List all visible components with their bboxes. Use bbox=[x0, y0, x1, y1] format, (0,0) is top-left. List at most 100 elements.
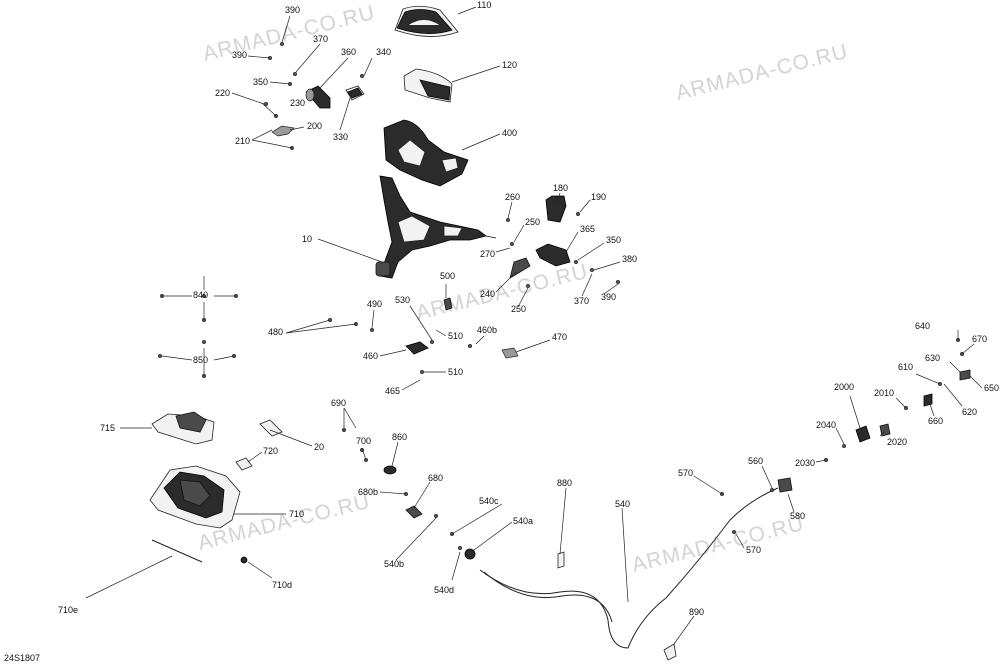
cap-part bbox=[663, 643, 677, 661]
grip-part bbox=[305, 85, 331, 109]
callout-715: 715 bbox=[100, 423, 115, 433]
callout-540: 540 bbox=[615, 499, 630, 509]
callout-370: 370 bbox=[574, 296, 589, 306]
callout-860: 860 bbox=[392, 432, 407, 442]
callout-250: 250 bbox=[525, 217, 540, 227]
callout-390: 390 bbox=[285, 5, 300, 15]
callout-540a: 540a bbox=[513, 516, 533, 526]
callout-570: 570 bbox=[678, 468, 693, 478]
callout-10: 10 bbox=[302, 234, 312, 244]
callout-400: 400 bbox=[502, 128, 517, 138]
main-frame-part bbox=[375, 175, 497, 279]
cable-sheath-part bbox=[483, 571, 613, 623]
callout-840: 840 bbox=[193, 290, 208, 300]
callout-460: 460 bbox=[363, 351, 378, 361]
housing-part bbox=[149, 465, 241, 529]
callout-720: 720 bbox=[263, 446, 278, 456]
callout-500: 500 bbox=[440, 271, 455, 281]
callout-380: 380 bbox=[622, 254, 637, 264]
callout-560: 560 bbox=[748, 456, 763, 466]
clip-20-part bbox=[259, 419, 283, 437]
callout-2010: 2010 bbox=[874, 388, 894, 398]
callout-labels: 110 120 400 10 390 390 370 360 340 350 2… bbox=[58, 0, 999, 617]
switch-part bbox=[545, 195, 567, 223]
callout-20: 20 bbox=[314, 442, 324, 452]
callout-620: 620 bbox=[962, 407, 977, 417]
callout-190: 190 bbox=[591, 192, 606, 202]
callout-880: 880 bbox=[557, 478, 572, 488]
callout-640: 640 bbox=[915, 321, 930, 331]
callout-470: 470 bbox=[552, 332, 567, 342]
lower-cover-part bbox=[383, 119, 469, 187]
callout-710e: 710e bbox=[58, 605, 78, 615]
piece-660-part bbox=[923, 393, 933, 407]
callout-710: 710 bbox=[289, 509, 304, 519]
callout-330: 330 bbox=[333, 132, 348, 142]
watermark: ARMADA-CO.RU bbox=[414, 260, 591, 325]
parts bbox=[149, 5, 971, 661]
throttle-cable-part bbox=[479, 487, 779, 649]
callout-2000: 2000 bbox=[834, 382, 854, 392]
callout-220: 220 bbox=[215, 88, 230, 98]
callout-120: 120 bbox=[502, 60, 517, 70]
grommet-part bbox=[383, 465, 397, 475]
callout-490: 490 bbox=[367, 299, 382, 309]
callout-250: 250 bbox=[511, 304, 526, 314]
top-cover-part bbox=[394, 5, 459, 37]
callout-110: 110 bbox=[477, 0, 491, 10]
watermarks: ARMADA-CO.RU ARMADA-CO.RU ARMADA-CO.RU A… bbox=[196, 1, 851, 577]
diagram-code: 24S1807 bbox=[4, 653, 40, 663]
bracket-680-part bbox=[405, 505, 423, 519]
callout-350: 350 bbox=[253, 77, 268, 87]
callout-370: 370 bbox=[313, 34, 328, 44]
piece-2020-part bbox=[879, 423, 891, 437]
callout-580: 580 bbox=[790, 511, 805, 521]
callout-465: 465 bbox=[385, 386, 400, 396]
callout-540b: 540b bbox=[384, 559, 404, 569]
callout-890: 890 bbox=[689, 607, 704, 617]
callout-570: 570 bbox=[746, 545, 761, 555]
piece-500-part bbox=[443, 297, 453, 311]
callout-365: 365 bbox=[580, 224, 595, 234]
callout-660: 660 bbox=[928, 416, 943, 426]
watermark: ARMADA-CO.RU bbox=[630, 512, 807, 577]
callout-240: 240 bbox=[480, 289, 495, 299]
callout-210: 210 bbox=[235, 136, 250, 146]
pin-part bbox=[557, 551, 565, 569]
bracket-part bbox=[271, 125, 295, 137]
callout-510: 510 bbox=[448, 331, 463, 341]
rod-part bbox=[151, 539, 203, 563]
callout-530: 530 bbox=[395, 295, 410, 305]
callout-670: 670 bbox=[972, 334, 987, 344]
callout-390: 390 bbox=[232, 50, 247, 60]
mount-bracket-part bbox=[151, 411, 215, 445]
callout-850: 850 bbox=[193, 355, 208, 365]
callout-510: 510 bbox=[448, 367, 463, 377]
lever-housing-part bbox=[345, 85, 365, 101]
callout-700: 700 bbox=[356, 436, 371, 446]
callout-610: 610 bbox=[898, 362, 913, 372]
callout-710d: 710d bbox=[272, 580, 292, 590]
bracket-460-part bbox=[405, 341, 429, 355]
callout-360: 360 bbox=[341, 47, 356, 57]
fitting-part bbox=[777, 477, 793, 493]
leader-lines bbox=[85, 6, 983, 645]
hardware-dots bbox=[157, 41, 965, 551]
callout-2020: 2020 bbox=[887, 437, 907, 447]
cable-grommet-part bbox=[464, 548, 476, 560]
grip-right-part bbox=[535, 243, 571, 267]
bracket-470-part bbox=[501, 347, 519, 359]
callout-200: 200 bbox=[307, 121, 322, 131]
callout-680b: 680b bbox=[358, 487, 378, 497]
callout-2030: 2030 bbox=[795, 458, 815, 468]
callout-680: 680 bbox=[428, 473, 443, 483]
sensor-part bbox=[855, 425, 871, 443]
clip-720-part bbox=[235, 457, 253, 471]
callout-2040: 2040 bbox=[816, 420, 836, 430]
callout-350: 350 bbox=[606, 235, 621, 245]
callout-540c: 540c bbox=[479, 496, 499, 506]
callout-480: 480 bbox=[268, 327, 283, 337]
callout-650: 650 bbox=[984, 383, 999, 393]
callout-630: 630 bbox=[925, 353, 940, 363]
